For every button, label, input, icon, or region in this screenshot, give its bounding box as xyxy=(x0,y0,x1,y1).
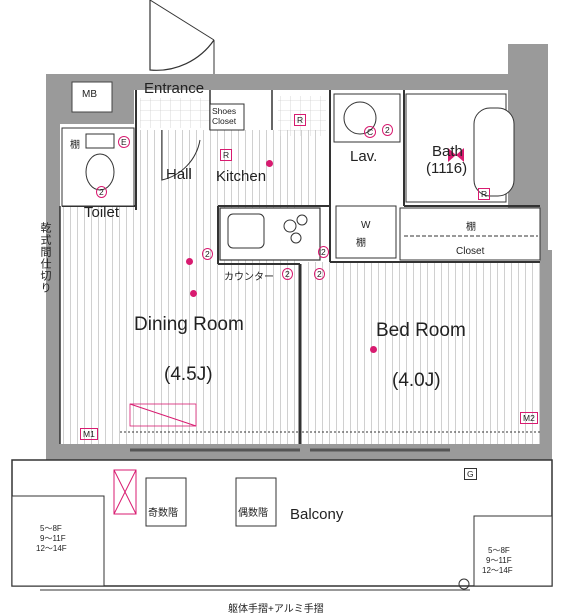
even-floor-marker xyxy=(235,477,277,527)
partition-label: 乾式間仕切り xyxy=(39,222,51,294)
toilet-label: Toilet xyxy=(84,204,120,221)
floors-left-3: 12～14F xyxy=(36,544,67,553)
outlet-dot xyxy=(370,346,377,353)
hall-door xyxy=(161,130,201,181)
mb-label: MB xyxy=(82,89,97,100)
toilet-tank xyxy=(85,133,115,149)
floors-left-1: 5～8F xyxy=(40,524,62,533)
hall-label: Hall xyxy=(166,166,192,183)
handrail-label: 躯体手摺+アルミ手摺 xyxy=(228,604,324,615)
wall-top xyxy=(132,74,510,90)
balcony-label: Balcony xyxy=(290,506,344,523)
odd-floor-label: 奇数階 xyxy=(148,508,178,519)
floors-left-2: 9～11F xyxy=(40,534,66,543)
lav-basin xyxy=(343,101,377,135)
outlet-dot xyxy=(266,160,273,167)
wall-left xyxy=(46,74,60,456)
lav-tiles xyxy=(278,96,326,136)
marker-2-d: 2 xyxy=(318,246,329,258)
drain-marker xyxy=(458,578,470,590)
stove-burner-2 xyxy=(296,214,308,226)
marker-2-a: 2 xyxy=(202,248,213,260)
bath-size-label: (1116) xyxy=(426,160,468,177)
washer-label: W xyxy=(361,220,371,231)
toilet-bowl xyxy=(85,153,115,191)
closet-shelf-label: 棚 xyxy=(466,222,476,233)
counter-label: カウンター xyxy=(224,272,274,283)
wall-right-lower xyxy=(540,250,552,456)
closet-box xyxy=(399,207,541,261)
shoes-closet-label-2: Closet xyxy=(212,116,237,126)
balcony-storage-right xyxy=(473,515,553,587)
closet-label: Closet xyxy=(456,246,485,257)
wall-bottom xyxy=(46,444,552,460)
dining-room-label: Dining Room xyxy=(134,314,244,335)
bed-size-label: (4.0J) xyxy=(392,370,441,391)
odd-floor-marker xyxy=(145,477,187,527)
stove-burner-1 xyxy=(283,219,297,233)
floors-right-2: 9～11F xyxy=(486,556,512,565)
marker-2-c: 2 xyxy=(314,268,325,280)
marker-r-lav: R xyxy=(294,114,307,126)
marker-2-e: 2 xyxy=(382,124,393,136)
shoes-closet-label-1: Shoes xyxy=(212,106,237,116)
floors-right-3: 12～14F xyxy=(482,566,513,575)
lav-label: Lav. xyxy=(350,148,378,165)
marker-r-bath: R xyxy=(478,188,491,200)
balcony-storage-left xyxy=(11,495,105,587)
marker-2-b: 2 xyxy=(282,268,293,280)
shoes-closet xyxy=(209,103,245,131)
mb-box xyxy=(71,81,113,113)
floors-right-1: 5～8F xyxy=(488,546,510,555)
entrance-label: Entrance xyxy=(144,80,205,97)
hall-floor xyxy=(138,130,218,206)
bath-vent-icon xyxy=(448,148,464,162)
washer-pan xyxy=(335,205,397,259)
dining-size-label: (4.5J) xyxy=(164,364,213,385)
entrance-tiles xyxy=(140,98,210,128)
marker-2-f: 2 xyxy=(96,186,107,198)
marker-g: G xyxy=(464,468,477,480)
entrance-door xyxy=(149,0,215,71)
washer-shelf-label: 棚 xyxy=(356,238,366,249)
kitchen-sink xyxy=(227,213,265,249)
marker-e: E xyxy=(118,136,130,148)
bathtub xyxy=(473,107,515,197)
kitchen-floor xyxy=(218,130,322,206)
toilet-shelf-label: 棚 xyxy=(70,140,80,151)
bed-floor xyxy=(302,262,542,444)
bed-room-label: Bed Room xyxy=(376,320,466,341)
bath-label: Bath xyxy=(432,143,463,160)
marker-m2: M2 xyxy=(520,412,538,424)
stove-burner-3 xyxy=(290,232,302,244)
outlet-dot xyxy=(190,290,197,297)
kitchen-label: Kitchen xyxy=(216,168,267,185)
even-floor-label: 偶数階 xyxy=(238,508,268,519)
marker-m1: M1 xyxy=(80,428,98,440)
marker-r-hall: R xyxy=(220,149,233,161)
outlet-dot xyxy=(186,258,193,265)
marker-c: C xyxy=(364,126,377,138)
